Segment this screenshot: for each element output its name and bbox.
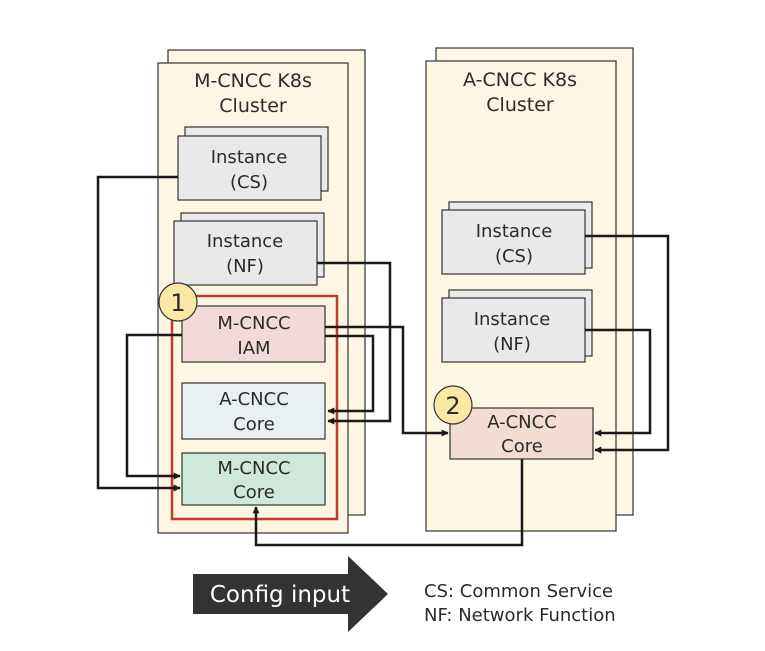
config-input-arrow: Config input xyxy=(193,556,388,632)
a-instance-cs-line2: (CS) xyxy=(495,246,533,267)
a-instance-nf-line1: Instance xyxy=(474,309,551,330)
m-instance-cs-line2: (CS) xyxy=(230,172,268,193)
m-cncc-core-line2: Core xyxy=(233,482,275,503)
m-cncc-core: M-CNCC Core xyxy=(181,452,326,506)
m-instance-nf-line2: (NF) xyxy=(226,256,264,277)
a-instance-cs: Instance (CS) xyxy=(441,201,593,275)
a-cncc-core-local: A-CNCC Core xyxy=(181,382,326,440)
connector-m-instance-cs-to-m-core xyxy=(96,175,181,492)
a-cncc-core-remote: A-CNCC Core xyxy=(449,407,594,460)
marker-2-label: 2 xyxy=(445,392,460,420)
m-cncc-core-line1: M-CNCC xyxy=(217,458,290,479)
m-cncc-cluster-title-line1: M-CNCC K8s xyxy=(194,70,312,92)
marker-1: 1 xyxy=(158,282,198,322)
connector-m-instance-nf-to-local-core xyxy=(317,261,392,425)
a-instance-cs-line1: Instance xyxy=(476,221,553,242)
m-cncc-iam: M-CNCC IAM xyxy=(181,305,326,363)
connector-remote-core-to-m-core xyxy=(252,459,524,547)
highlight-group-border xyxy=(170,294,339,521)
a-cncc-cluster-title-line1: A-CNCC K8s xyxy=(463,69,577,91)
m-cncc-iam-line2: IAM xyxy=(237,338,270,359)
a-cncc-core-local-line2: Core xyxy=(233,414,275,435)
connector-m-iam-to-remote-core xyxy=(325,325,449,437)
m-cncc-cluster-title-line2: Cluster xyxy=(219,95,287,117)
connector-a-instance-cs-to-remote-core xyxy=(585,234,670,454)
m-instance-nf-line1: Instance xyxy=(207,231,284,252)
marker-2: 2 xyxy=(433,385,473,425)
connector-m-iam-to-local-core xyxy=(325,334,375,415)
m-instance-cs: Instance (CS) xyxy=(177,126,329,201)
connectors xyxy=(96,175,670,547)
m-instance-nf: Instance (NF) xyxy=(173,212,325,286)
connector-a-instance-nf-to-remote-core xyxy=(585,328,652,437)
a-instance-nf-line2: (NF) xyxy=(493,334,531,355)
a-cncc-cluster-title-line2: Cluster xyxy=(486,94,554,116)
a-cncc-core-local-line1: A-CNCC xyxy=(219,389,289,410)
m-cncc-iam-line1: M-CNCC xyxy=(217,313,290,334)
a-cncc-core-remote-line2: Core xyxy=(501,436,543,457)
m-instance-cs-line1: Instance xyxy=(211,147,288,168)
marker-1-label: 1 xyxy=(170,289,185,317)
connector-m-iam-to-m-core xyxy=(125,333,182,480)
a-instance-nf: Instance (NF) xyxy=(441,289,593,363)
legend-nf: NF: Network Function xyxy=(424,605,616,626)
legend-cs: CS: Common Service xyxy=(424,581,613,602)
config-input-label: Config input xyxy=(210,582,350,608)
legend: CS: Common Service NF: Network Function xyxy=(424,581,616,626)
a-cncc-core-remote-line1: A-CNCC xyxy=(487,412,557,433)
